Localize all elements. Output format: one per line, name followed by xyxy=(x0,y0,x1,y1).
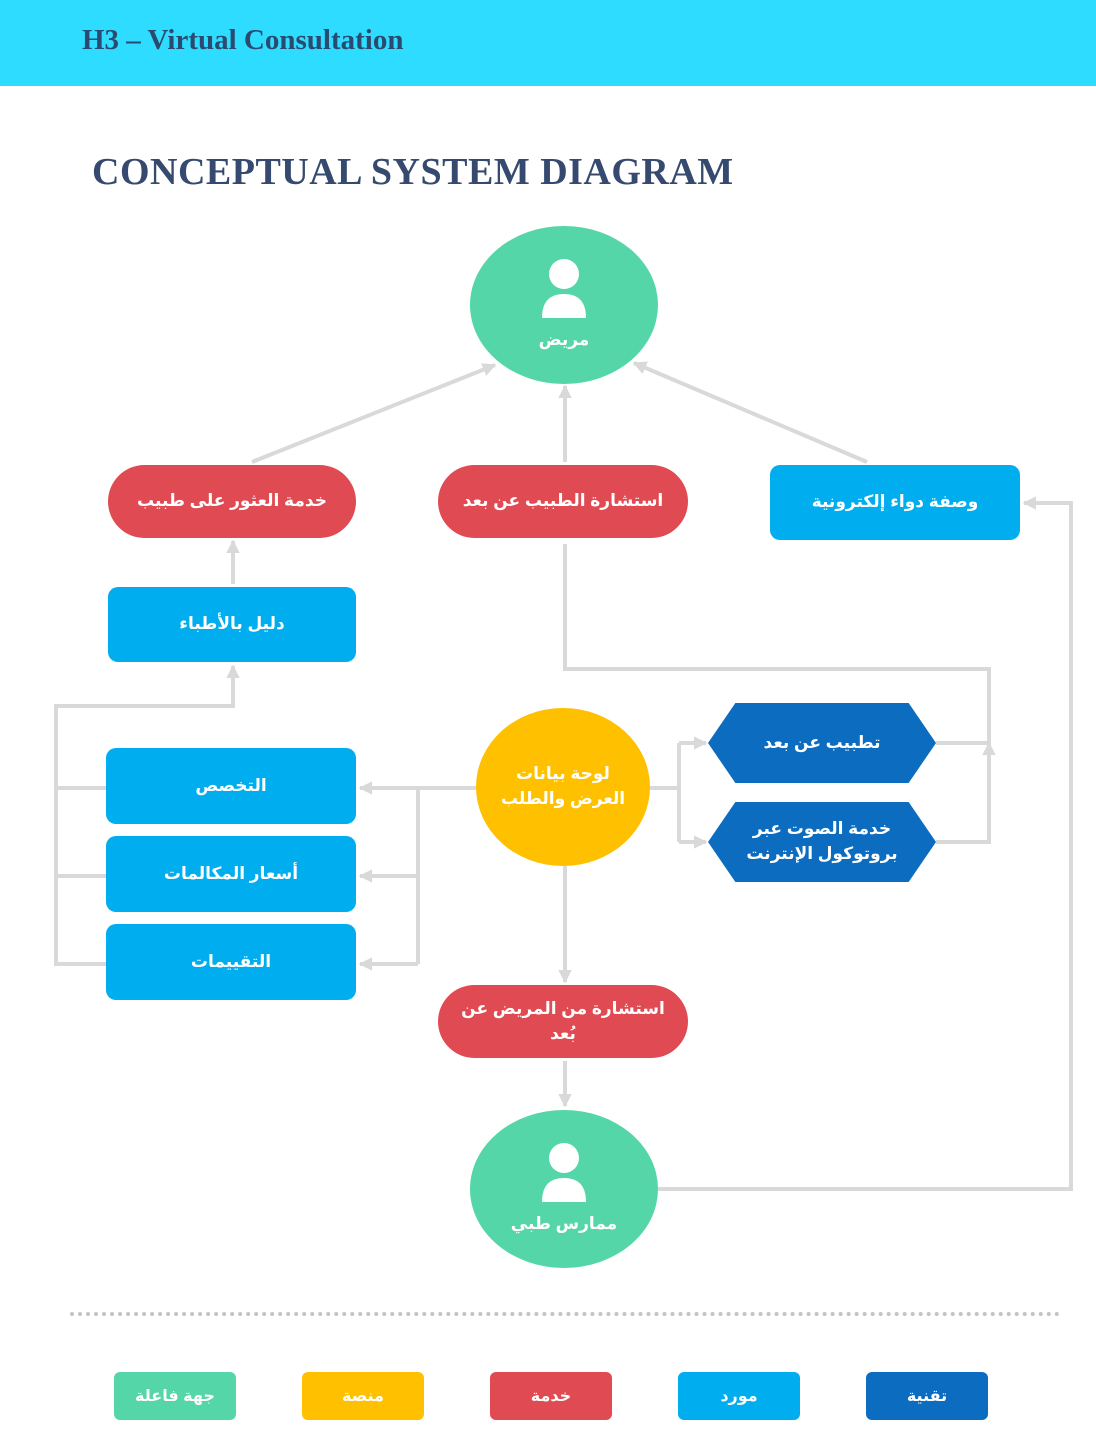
telemedicine-technology[interactable]: تطبيب عن بعد xyxy=(708,703,936,783)
supply-demand-dashboard[interactable]: لوحة بيانات العرض والطلب xyxy=(476,708,650,866)
person-icon xyxy=(542,258,586,318)
dashboard-right-branch xyxy=(650,743,681,842)
arrow-filters-to-directory xyxy=(54,666,233,966)
header-bar: H3 – Virtual Consultation xyxy=(0,0,1096,86)
patient-label: مريض xyxy=(538,329,590,349)
specialty-label: التخصص xyxy=(195,775,267,795)
call-prices-label: أسعار المكالمات xyxy=(163,863,299,883)
voip-label-line2: بروتوكول الإنترنت xyxy=(746,844,898,863)
legend-platform: منصة xyxy=(302,1372,424,1420)
telemedicine-label: تطبيب عن بعد xyxy=(763,732,881,752)
e-prescription-resource[interactable]: وصفة دواء إلكترونية xyxy=(770,465,1020,540)
find-doctor-label: خدمة العثور على طبيب xyxy=(137,491,327,511)
legend-actor-label: جهة فاعلة xyxy=(135,1388,215,1405)
arrow-practitioner-to-prescription xyxy=(658,496,1073,1191)
person-icon xyxy=(542,1142,586,1202)
voip-technology[interactable]: خدمة الصوت عبر بروتوكول الإنترنت xyxy=(708,802,936,882)
e-prescription-label: وصفة دواء إلكترونية xyxy=(811,492,979,512)
remote-doctor-consult-label: استشارة الطبيب عن بعد xyxy=(462,491,664,511)
legend-resource: مورد xyxy=(678,1372,800,1420)
call-prices-resource[interactable]: أسعار المكالمات xyxy=(106,836,356,912)
page-title: CONCEPTUAL SYSTEM DIAGRAM xyxy=(92,151,734,193)
arrow-prescription-to-patient xyxy=(632,361,868,464)
voip-label-line1: خدمة الصوت عبر xyxy=(752,819,892,839)
legend-service: خدمة xyxy=(490,1372,612,1420)
legend-technology: تقنية xyxy=(866,1372,988,1420)
remote-patient-consult-service[interactable]: استشارة من المريض عن بُعد xyxy=(438,985,688,1058)
legend-resource-label: مورد xyxy=(720,1388,758,1405)
specialty-resource[interactable]: التخصص xyxy=(106,748,356,824)
practitioner-node[interactable]: ممارس طبي xyxy=(470,1110,658,1268)
dashboard-label-line2: العرض والطلب xyxy=(500,789,626,808)
header-title: H3 – Virtual Consultation xyxy=(82,24,404,56)
find-doctor-service[interactable]: خدمة العثور على طبيب xyxy=(108,465,356,538)
remote-doctor-consult-service[interactable]: استشارة الطبيب عن بعد xyxy=(438,465,688,538)
legend-service-label: خدمة xyxy=(530,1388,572,1405)
arrow-tech-to-remote-consult xyxy=(563,544,989,844)
practitioner-label: ممارس طبي xyxy=(510,1213,618,1233)
legend-divider xyxy=(70,1312,1060,1316)
arrow-find-doctor-to-patient xyxy=(251,363,497,464)
legend-technology-label: تقنية xyxy=(906,1388,948,1405)
doctor-directory-resource[interactable]: دليل بالأطباء xyxy=(108,587,356,662)
legend-actor: جهة فاعلة xyxy=(114,1372,236,1420)
ratings-resource[interactable]: التقييمات xyxy=(106,924,356,1000)
ratings-label: التقييمات xyxy=(190,951,272,971)
dashboard-label-line1: لوحة بيانات xyxy=(516,764,610,784)
doctor-directory-label: دليل بالأطباء xyxy=(179,614,285,634)
remote-patient-consult-line1: استشارة من المريض عن xyxy=(461,998,665,1018)
remote-patient-consult-line2: بُعد xyxy=(550,1023,576,1043)
legend-platform-label: منصة xyxy=(342,1388,384,1405)
patient-node[interactable]: مريض xyxy=(470,226,658,384)
